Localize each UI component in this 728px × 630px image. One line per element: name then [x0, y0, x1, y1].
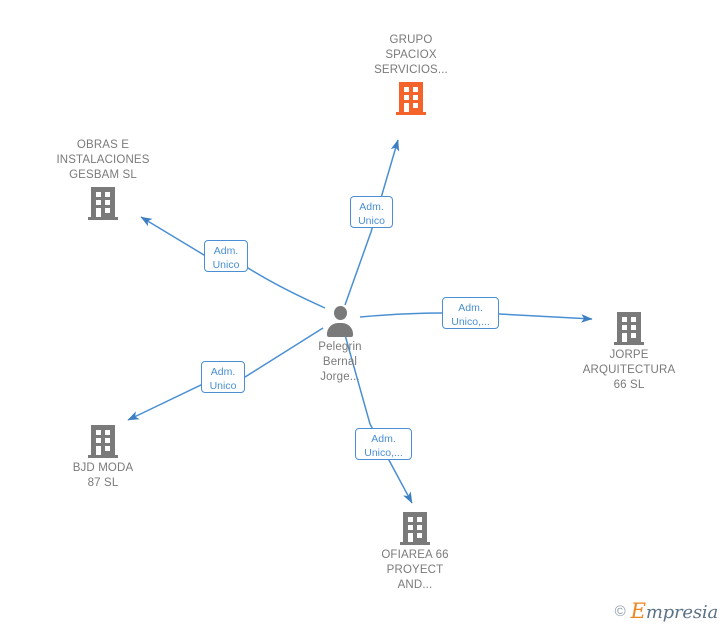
node-label-bjd-moda: BJD MODA 87 SL [72, 462, 134, 489]
edge-label-grupo-spaciox[interactable]: Adm. Unico [350, 196, 393, 228]
edge-label-obras-gesbam[interactable]: Adm. Unico [204, 240, 248, 272]
node-label-grupo-spaciox: GRUPO SPACIOX SERVICIOS... [374, 34, 448, 76]
edge-label-ofiarea-66[interactable]: Adm. Unico,... [355, 428, 412, 460]
building-icon-ofiarea-66[interactable] [340, 511, 490, 545]
node-label-person-center: Pelegrin Bernal Jorge... [318, 341, 362, 383]
person-icon[interactable] [265, 303, 415, 337]
building-icon-obras-gesbam[interactable] [28, 186, 178, 220]
building-icon-bjd-moda[interactable] [28, 424, 178, 458]
empresia-logo: Empresia [630, 599, 719, 623]
empresia-watermark: © Empresia [614, 599, 719, 623]
node-grupo-spaciox[interactable]: GRUPO SPACIOX SERVICIOS... [336, 33, 486, 115]
node-label-ofiarea-66: OFIAREA 66 PROYECT AND... [381, 549, 449, 591]
node-obras-gesbam[interactable]: OBRAS E INSTALACIONES GESBAM SL [28, 138, 178, 220]
node-label-jorpe-arquitectura: JORPE ARQUITECTURA 66 SL [582, 349, 676, 391]
copyright-icon: © [614, 603, 626, 620]
node-bjd-moda[interactable]: BJD MODA 87 SL [28, 424, 178, 491]
empresia-logo-rest: mpresia [645, 602, 718, 623]
node-person-center[interactable]: Pelegrin Bernal Jorge... [265, 303, 415, 385]
node-jorpe-arquitectura[interactable]: JORPE ARQUITECTURA 66 SL [554, 311, 704, 393]
building-icon-jorpe-arquitectura[interactable] [554, 311, 704, 345]
edge-label-jorpe-arquitectura[interactable]: Adm. Unico,... [442, 297, 499, 329]
edge-label-bjd-moda[interactable]: Adm. Unico [201, 361, 245, 393]
node-ofiarea-66[interactable]: OFIAREA 66 PROYECT AND... [340, 511, 490, 593]
node-label-obras-gesbam: OBRAS E INSTALACIONES GESBAM SL [56, 139, 150, 181]
building-icon-grupo-spaciox[interactable] [336, 81, 486, 115]
empresia-logo-initial: E [630, 599, 646, 623]
